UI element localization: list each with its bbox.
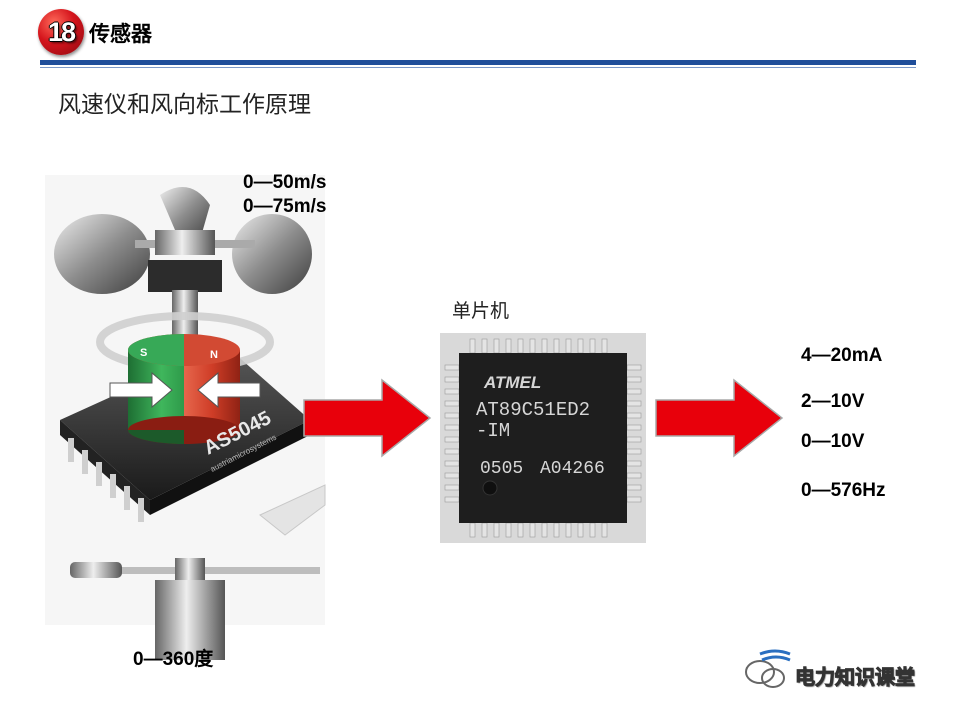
watermark-text: 电力知识课堂: [795, 665, 916, 690]
anemometer-housing: [148, 260, 222, 292]
mcu-part-suffix: -IM: [476, 420, 510, 442]
mcu-pin1-dot: [482, 480, 498, 496]
header-divider-thin: [40, 67, 916, 68]
mcu-lot-code: A04266: [540, 459, 605, 479]
flow-arrow-1-icon: [303, 378, 432, 458]
rotation-arrow-left-icon: [109, 371, 173, 409]
mcu-chip-photo: ATMEL AT89C51ED2 -IM 0505 A04266: [440, 333, 646, 543]
wind-vane-hub: [175, 558, 205, 580]
sensor-chip-pins: [68, 438, 144, 522]
wind-vane-tail: [259, 484, 326, 536]
anemometer-cup-right: [232, 214, 312, 294]
mcu-brand: ATMEL: [483, 373, 541, 392]
wind-direction-range: 0—360度: [133, 649, 214, 670]
magnet-n-label: N: [210, 349, 218, 361]
flow-arrow-2-icon: [655, 378, 784, 458]
output-signal-voltage-2-10: 2—10V: [801, 391, 865, 412]
output-signal-current: 4—20mA: [801, 345, 883, 366]
anemometer-cup-left: [54, 214, 150, 294]
rotation-arrow-right-icon: [197, 371, 261, 409]
wind-vane-post: [155, 580, 225, 660]
section-title: 传感器: [89, 22, 152, 46]
wind-vane-arm: [120, 567, 320, 574]
output-signal-voltage-0-10: 0—10V: [801, 431, 865, 452]
mcu-label: 单片机: [452, 300, 510, 322]
anemometer-hub: [155, 230, 215, 255]
slide-title: 风速仪和风向标工作原理: [58, 92, 311, 118]
section-number-badge: 18: [38, 9, 84, 55]
mcu-date-code: 0505: [480, 459, 523, 479]
anemometer-cup-back: [160, 187, 210, 240]
section-number: 18: [47, 16, 76, 47]
header-divider: [40, 60, 916, 65]
mcu-chip-pins: [444, 338, 642, 538]
wechat-logo-icon: [745, 649, 791, 688]
mcu-part-number: AT89C51ED2: [476, 399, 590, 421]
wind-vane-counterweight: [70, 562, 122, 578]
magnet-s-label: S: [140, 347, 147, 359]
output-signal-frequency: 0—576Hz: [801, 480, 886, 501]
wind-speed-range-1: 0—50m/s: [243, 172, 327, 193]
wind-speed-range-2: 0—75m/s: [243, 196, 327, 217]
anemometer-sensor-illustration: S N AS5045 austriamicrosystems: [45, 175, 326, 660]
